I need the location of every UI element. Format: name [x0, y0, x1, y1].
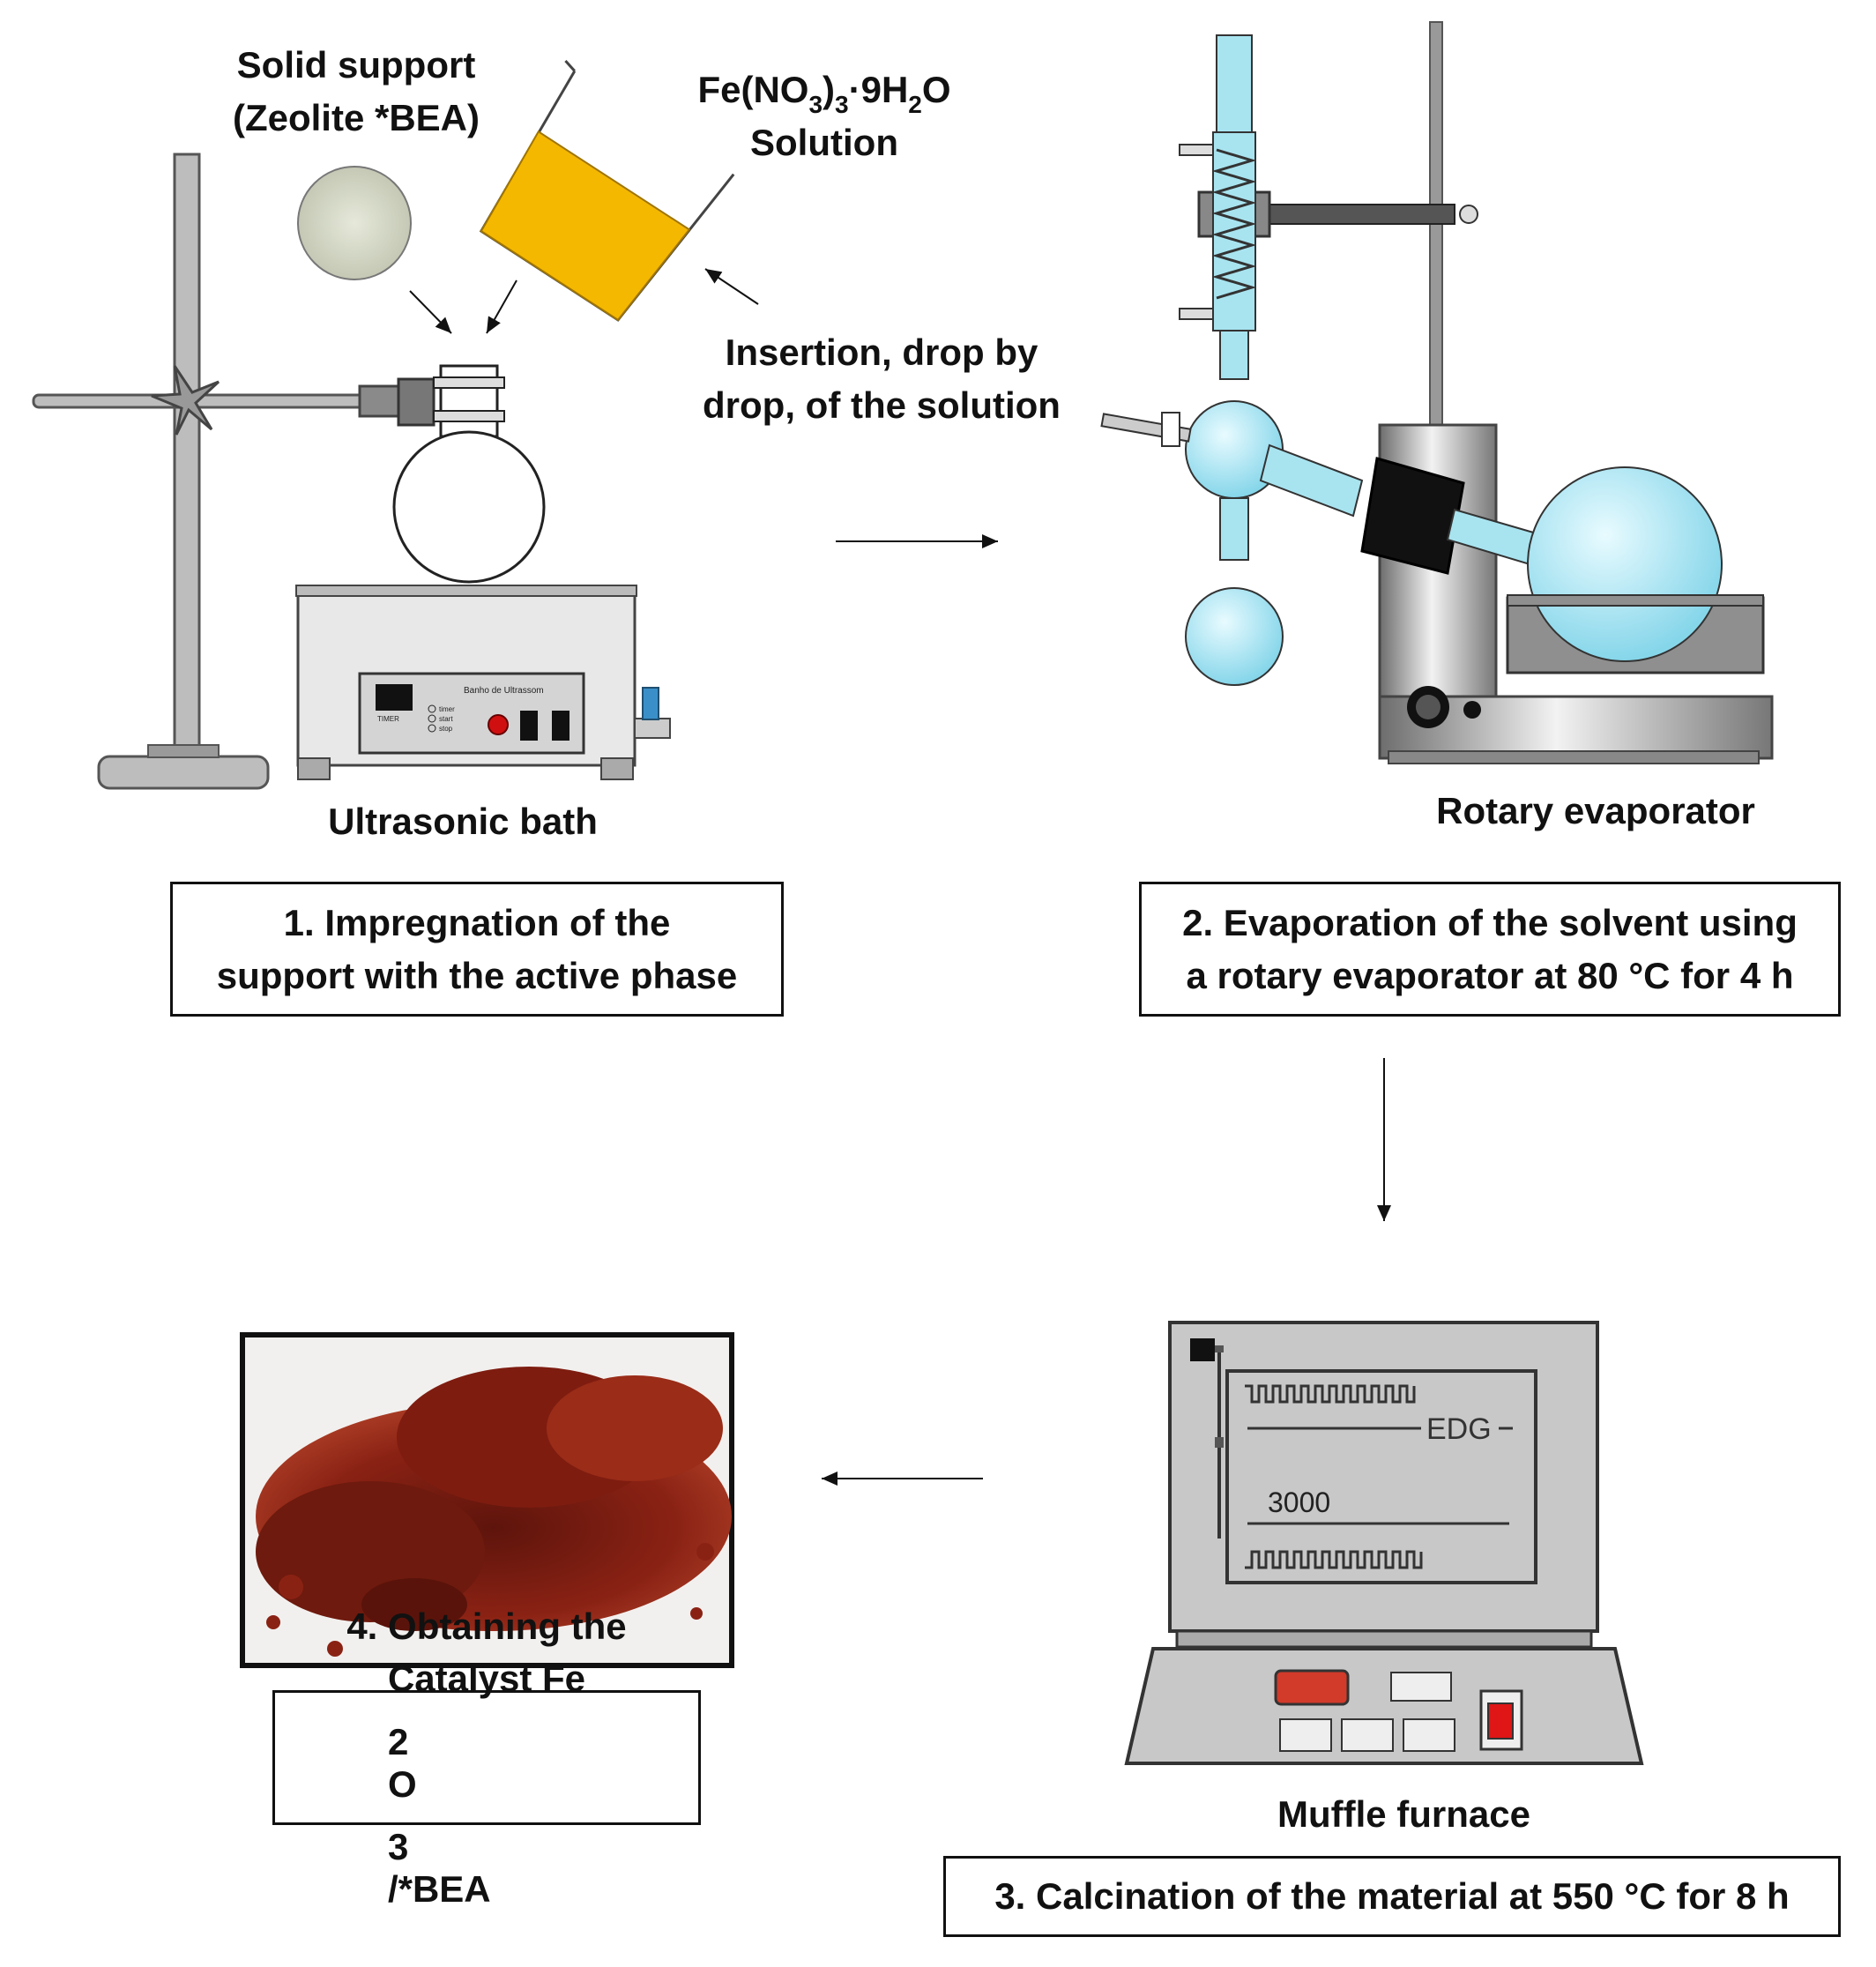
- solution-formula: Fe(NO3)3·9H2O: [697, 69, 951, 118]
- bath-button-stop: stop: [439, 725, 453, 733]
- step2-box: 2. Evaporation of the solvent using a ro…: [1139, 882, 1841, 1017]
- receiving-flask: [1185, 587, 1284, 686]
- step3-box: 3. Calcination of the material at 550 °C…: [943, 1856, 1841, 1937]
- bath-switch-1: [520, 711, 538, 741]
- insertion-line2: drop, of the solution: [703, 384, 1061, 426]
- furnace-brand: EDG: [1426, 1412, 1492, 1446]
- furnace-display: [1274, 1669, 1350, 1706]
- bath-panel-title: Banho de Ultrassom: [464, 686, 544, 696]
- insertion-label: Insertion, drop by drop, of the solution: [679, 326, 1084, 431]
- boss-clamp: [151, 365, 220, 436]
- bath-power-light: [488, 714, 509, 735]
- muffle-furnace-label: Muffle furnace: [1277, 1793, 1531, 1835]
- step1-box: 1. Impregnation of the support with the …: [170, 882, 784, 1017]
- beaker-solution: [479, 60, 735, 322]
- bath-switch-2: [552, 711, 570, 741]
- round-bottom-flask: [392, 364, 546, 584]
- bath-timer-display: [376, 684, 413, 711]
- arrow-solution-to-flask: [486, 279, 517, 334]
- muffle-furnace: EDG 3000: [1124, 1321, 1644, 1765]
- solid-support-label: Solid support (Zeolite *BEA): [215, 39, 497, 144]
- clamp-arm: [32, 393, 398, 409]
- solution-line2: Solution: [750, 121, 898, 163]
- step3-line1: 3. Calcination of the material at 550 °C…: [994, 1875, 1790, 1918]
- evaporating-flask: [1527, 466, 1723, 662]
- furnace-window: [1225, 1369, 1537, 1584]
- bath-drain-valve: [634, 718, 671, 739]
- evaporator-motor: [1360, 457, 1465, 575]
- bath-button-timer: timer: [439, 705, 455, 713]
- solid-support-line1: Solid support: [236, 44, 476, 86]
- bath-timer-label: TIMER: [377, 715, 399, 723]
- arrow-powder-to-flask: [409, 290, 452, 334]
- step1-line2: support with the active phase: [216, 954, 738, 996]
- step2-line2: a rotary evaporator at 80 °C for 4 h: [1186, 954, 1794, 996]
- insertion-line1: Insertion, drop by: [725, 332, 1038, 373]
- stand-rod: [173, 153, 201, 751]
- solution-label: Fe(NO3)3·9H2O Solution: [679, 63, 970, 168]
- step4-line1: 4. Obtaining the: [346, 1605, 627, 1647]
- solid-support-line2: (Zeolite *BEA): [232, 96, 480, 138]
- ultrasonic-bath-label: Ultrasonic bath: [328, 801, 598, 842]
- arrow-insertion-to-beaker: [704, 268, 759, 305]
- ultrasonic-bath-setup: TIMER Banho de Ultrassom timer start sto…: [32, 153, 671, 790]
- zeolite-powder: [297, 166, 412, 280]
- condenser: [1216, 34, 1253, 133]
- rotary-evaporator-label: Rotary evaporator: [1436, 790, 1755, 831]
- stand-base: [97, 755, 270, 790]
- catalyst-photo: [240, 1332, 734, 1668]
- step1-line1: 1. Impregnation of the: [283, 901, 671, 943]
- bath-button-start: start: [439, 715, 453, 723]
- step2-line1: 2. Evaporation of the solvent using: [1182, 901, 1798, 943]
- rotary-evaporator: [1100, 21, 1774, 764]
- furnace-model: 3000: [1268, 1486, 1330, 1518]
